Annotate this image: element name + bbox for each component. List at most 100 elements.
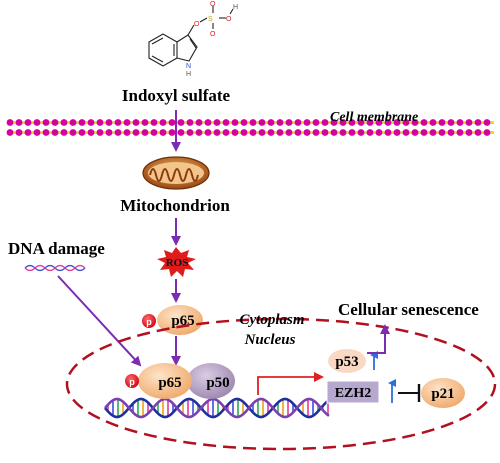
membrane-bead (186, 129, 194, 136)
membrane-bead (483, 129, 491, 136)
membrane-bead (357, 129, 365, 136)
membrane-bead (168, 119, 176, 126)
membrane-bead (222, 129, 230, 136)
membrane-bead (321, 119, 329, 126)
mitochondrion-label: Mitochondrion (120, 196, 230, 215)
membrane-bead (15, 119, 23, 126)
membrane-bead (465, 129, 473, 136)
membrane-bead (240, 129, 248, 136)
membrane-bead (330, 129, 338, 136)
membrane-bead (375, 119, 383, 126)
membrane-bead (213, 129, 221, 136)
membrane-bead (6, 129, 14, 136)
membrane-bead (195, 119, 203, 126)
membrane-bead (447, 129, 455, 136)
membrane-bead (78, 129, 86, 136)
cytoplasmic-p65: p65 p (142, 305, 203, 335)
membrane-bead (123, 119, 131, 126)
membrane-bead (186, 119, 194, 126)
membrane-bead (78, 119, 86, 126)
p21-label: p21 (431, 386, 454, 402)
p53-oval (328, 349, 366, 373)
membrane-bead (384, 129, 392, 136)
phospho-cyto-label: p (146, 317, 152, 327)
membrane-bead (366, 119, 374, 126)
phospho-nuclear-label: p (129, 377, 135, 387)
membrane-bead (474, 119, 482, 126)
membrane-bead (249, 119, 257, 126)
atom-h-oh: H (233, 4, 238, 11)
membrane-bead (204, 129, 212, 136)
membrane-bead (294, 129, 302, 136)
membrane-bead (447, 119, 455, 126)
membrane-bead (96, 119, 104, 126)
membrane-bead (420, 119, 428, 126)
membrane-bead (69, 119, 77, 126)
membrane-bead (285, 119, 293, 126)
membrane-bead (114, 119, 122, 126)
membrane-bead (105, 119, 113, 126)
dna-strand (104, 397, 330, 419)
membrane-bead (276, 129, 284, 136)
membrane-bead (420, 129, 428, 136)
membrane-bead (60, 129, 68, 136)
cell-membrane (6, 119, 494, 136)
membrane-bead (411, 129, 419, 136)
indoxyl-sulfate-structure (148, 6, 234, 67)
membrane-bead (60, 119, 68, 126)
membrane-bead (312, 129, 320, 136)
membrane-bead (204, 119, 212, 126)
membrane-bead (222, 119, 230, 126)
dna-strand (104, 397, 330, 419)
membrane-bead (42, 119, 50, 126)
membrane-bead (177, 119, 185, 126)
membrane-bead (6, 119, 14, 126)
membrane-bead (177, 129, 185, 136)
atom-n: N (186, 63, 191, 70)
membrane-bead (312, 119, 320, 126)
membrane-bead (15, 129, 23, 136)
membrane-bead (96, 129, 104, 136)
membrane-bead (438, 129, 446, 136)
membrane-bead (159, 119, 167, 126)
membrane-bead (474, 129, 482, 136)
dna-damage-label: DNA damage (8, 239, 105, 258)
membrane-bead (402, 129, 410, 136)
membrane-bead (150, 119, 158, 126)
membrane-bead (231, 119, 239, 126)
membrane-bead (24, 119, 32, 126)
membrane-bead (51, 119, 59, 126)
cytoplasm-label: Cytoplasm (239, 312, 304, 328)
membrane-bead (33, 129, 41, 136)
membrane-bead (141, 129, 149, 136)
membrane-bead (231, 129, 239, 136)
membrane-bead (267, 119, 275, 126)
membrane-bead (357, 119, 365, 126)
membrane-bead (51, 129, 59, 136)
membrane-bead (123, 129, 131, 136)
membrane-bead (348, 129, 356, 136)
membrane-bead (393, 129, 401, 136)
membrane-bead (258, 119, 266, 126)
membrane-bead (150, 129, 158, 136)
cell-membrane-label: Cell membrane (330, 110, 418, 125)
membrane-bead (69, 129, 77, 136)
structure-atoms: O S O O H O N H (186, 1, 238, 78)
membrane-bead (339, 129, 347, 136)
ezh2-label: EZH2 (335, 386, 372, 401)
damaged-dna-icon (24, 264, 86, 272)
atom-s: S (208, 16, 213, 23)
membrane-bead (429, 129, 437, 136)
atom-h-n: H (186, 71, 191, 78)
ros-burst-icon (157, 247, 196, 277)
membrane-bead (303, 129, 311, 136)
arrow-p53-to-senescence (367, 324, 390, 354)
membrane-bead (438, 119, 446, 126)
membrane-bead (42, 129, 50, 136)
membrane-bead (132, 119, 140, 126)
indoxyl-sulfate-label: Indoxyl sulfate (122, 86, 231, 105)
atom-o4: O (210, 31, 216, 38)
membrane-bead (429, 119, 437, 126)
membrane-bead (87, 119, 95, 126)
